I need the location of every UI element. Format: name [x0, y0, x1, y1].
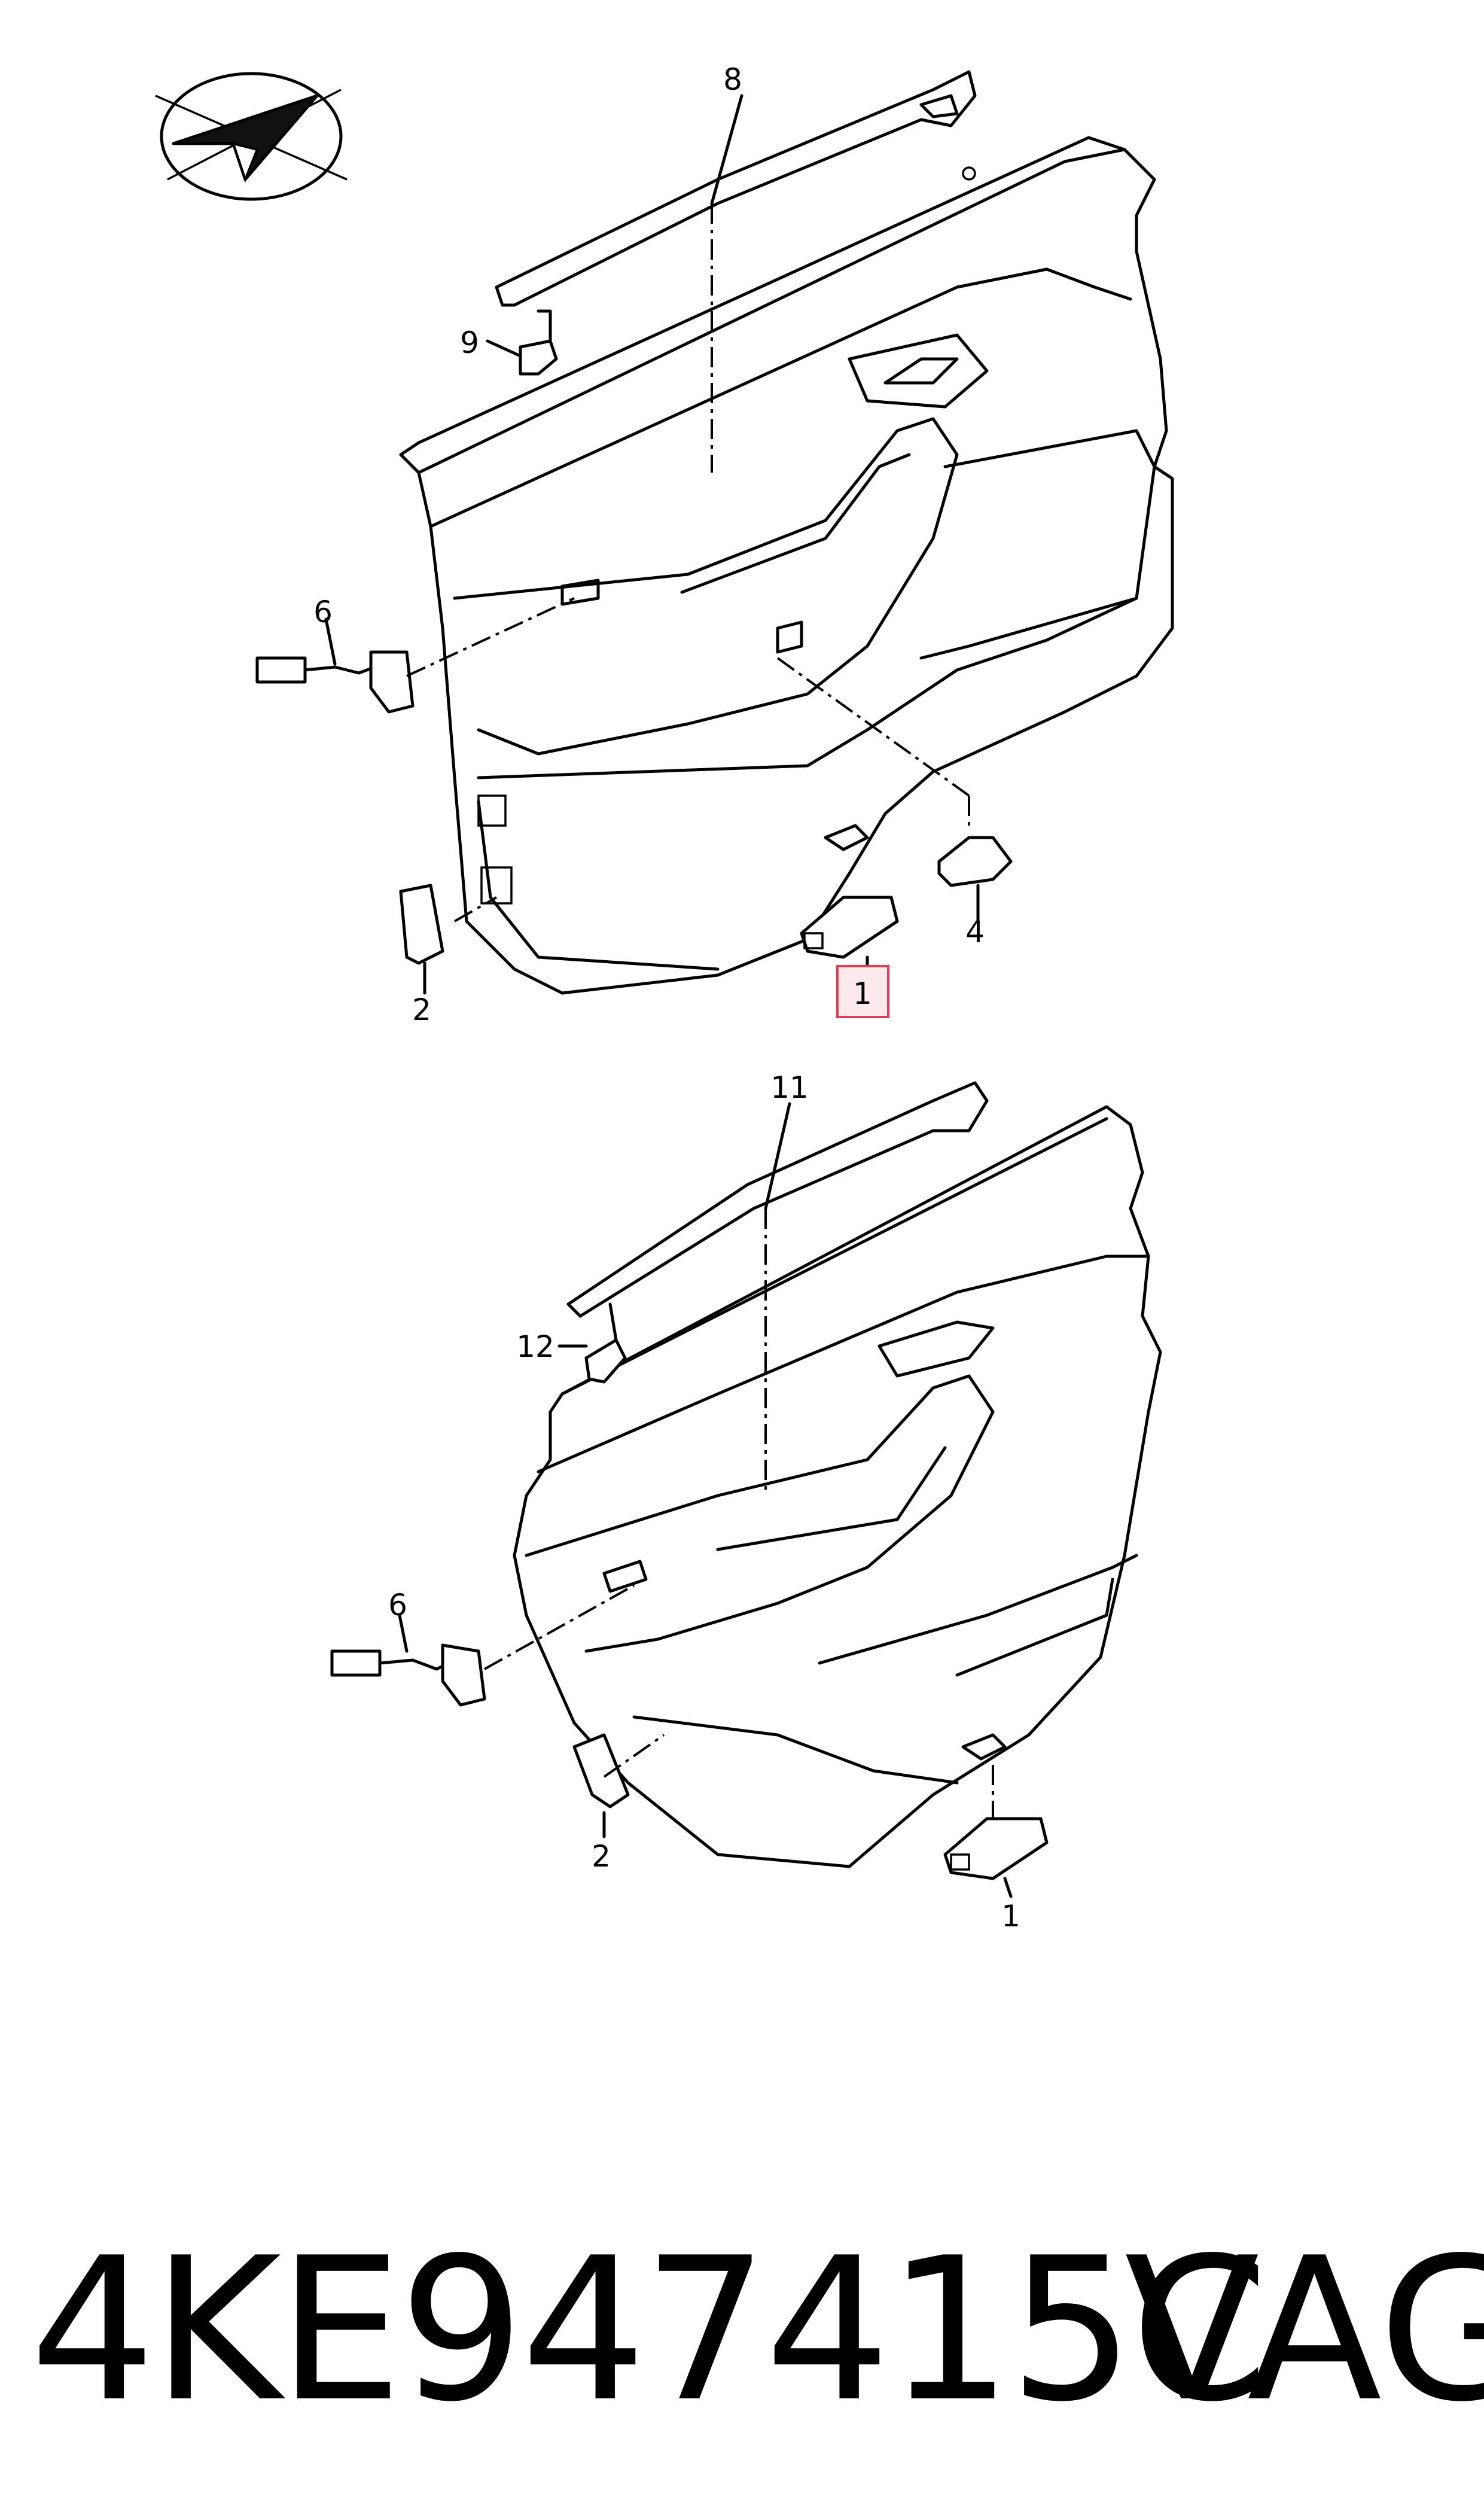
callout-6: 6 — [313, 595, 333, 629]
front-door-group: 8 9 6 2 1 4 — [255, 62, 1174, 1027]
callout-4: 4 — [965, 915, 985, 949]
part-6-harness-rear — [330, 1643, 486, 1707]
part-1-light-unit-rear — [943, 1733, 1049, 1880]
callout-2-rear: 2 — [592, 1839, 611, 1874]
part-11-trim-strip — [566, 1081, 989, 1318]
front-door-panel — [399, 136, 1174, 995]
part-9-clip — [519, 339, 558, 376]
highlight-box-part-1 — [836, 965, 889, 1018]
callout-12: 12 — [516, 1329, 554, 1364]
callout-1-rear: 1 — [1001, 1899, 1020, 1934]
part-2-grille-rear — [572, 1733, 630, 1808]
part-12-clip — [584, 1338, 627, 1384]
parts-diagram: 8 9 6 2 1 4 — [155, 62, 1174, 1934]
callout-9: 9 — [460, 325, 479, 360]
callout-11: 11 — [770, 1070, 809, 1105]
callout-6-rear: 6 — [388, 1588, 407, 1622]
part-6-harness — [255, 650, 415, 714]
callout-1: 1 — [853, 976, 872, 1011]
callout-8: 8 — [723, 62, 742, 97]
rear-door-group: 11 12 6 2 1 — [330, 1070, 1162, 1934]
brand-name: VAG — [1125, 2215, 1484, 2445]
part-4-bracket — [937, 836, 1013, 887]
part-number: 4KE947415C — [30, 2215, 1269, 2445]
rear-door-panel — [513, 1105, 1162, 1868]
part-2-grille — [399, 884, 444, 965]
part-8-trim-strip — [495, 70, 977, 307]
callout-2: 2 — [412, 992, 431, 1027]
part-1-light-unit — [800, 824, 899, 959]
catalog-logo — [155, 72, 348, 201]
